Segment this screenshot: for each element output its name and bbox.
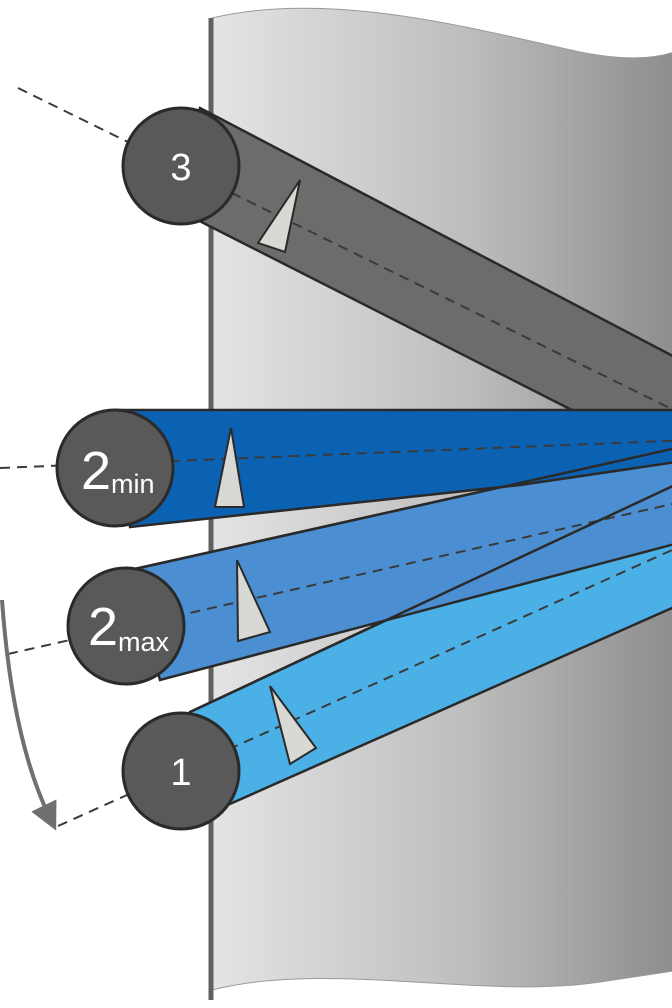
node-2max: 2max	[66, 566, 186, 686]
node-2max-main: 2	[88, 597, 118, 657]
marker-2max	[236, 559, 272, 643]
node-3-label: 3	[170, 147, 191, 189]
arm-1-axis	[57, 548, 672, 827]
node-3: 3	[121, 106, 241, 226]
node-1-circle	[121, 711, 241, 831]
marker-3	[256, 179, 301, 254]
rotation-arrow	[0, 599, 57, 831]
node-2min-main: 2	[81, 441, 111, 501]
node-1: 1	[121, 711, 241, 831]
marker-1	[269, 685, 318, 766]
node-2max-label: 2max	[88, 597, 170, 657]
node-2min-circle	[55, 408, 175, 528]
surface-bottom-edge	[212, 971, 672, 1008]
node-2min: 2min	[55, 408, 175, 528]
node-2min-sub: min	[111, 469, 155, 499]
arm-2max-axis	[7, 503, 672, 655]
node-1-label: 1	[170, 752, 191, 794]
arm-2min-axis	[0, 439, 672, 469]
node-2min-label: 2min	[81, 441, 155, 501]
node-2max-sub: max	[118, 627, 170, 657]
node-2max-circle	[66, 566, 186, 686]
marker-2min	[213, 427, 246, 508]
node-3-circle	[121, 106, 241, 226]
